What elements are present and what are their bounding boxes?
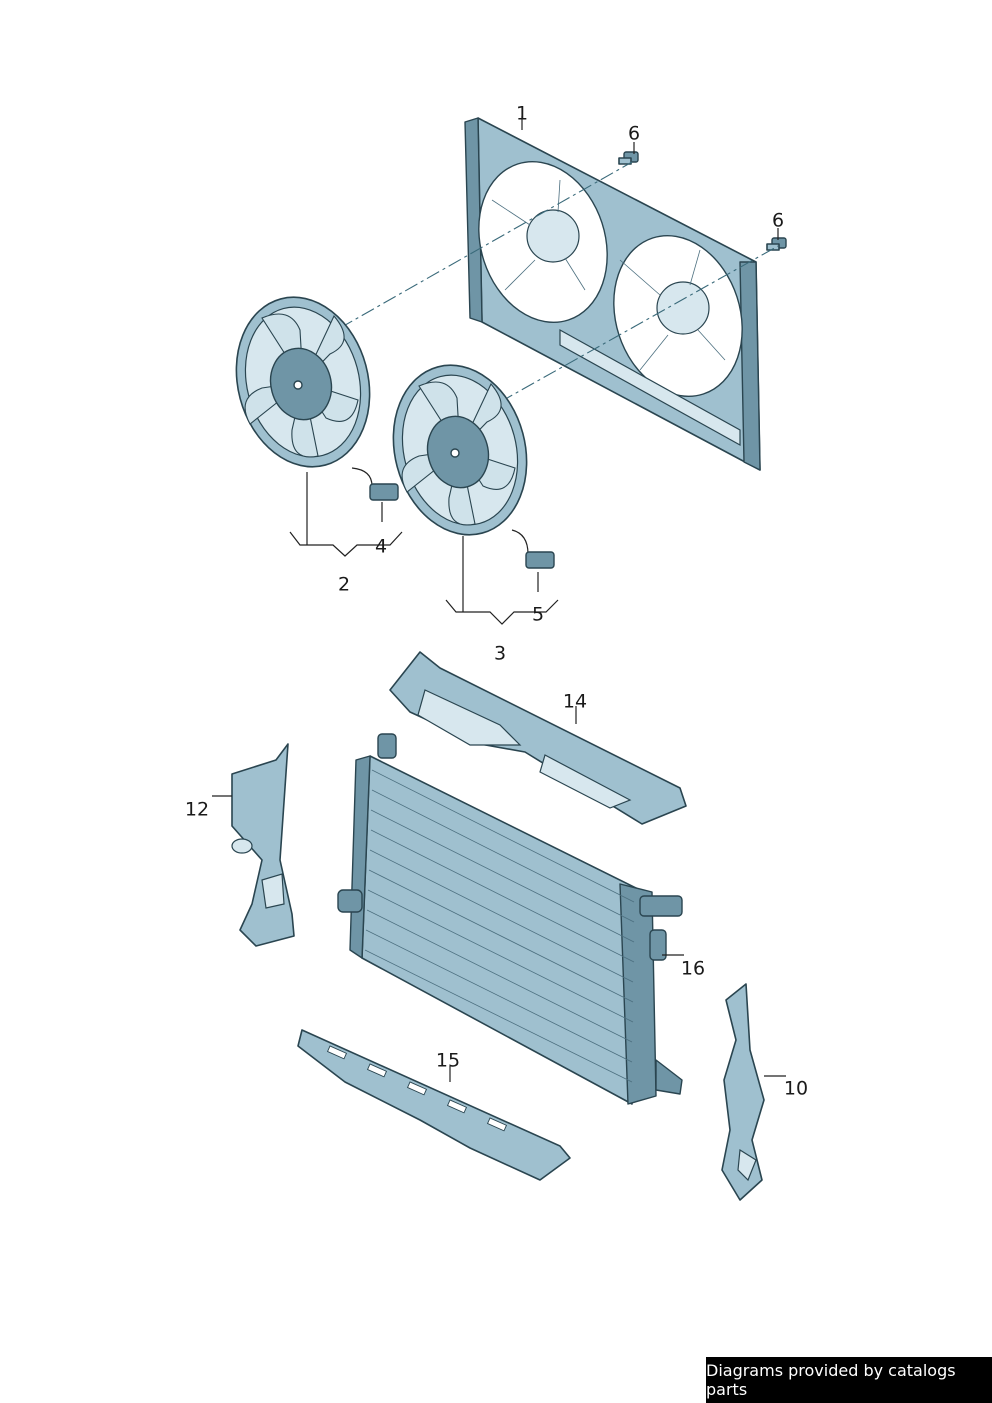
- part-label-5: 5: [531, 603, 545, 626]
- part-label-15: 15: [435, 1049, 461, 1072]
- part-label-1: 1: [515, 102, 529, 125]
- fan-left[interactable]: [218, 282, 399, 501]
- upper-air-guide[interactable]: [389, 651, 687, 825]
- part-label-14: 14: [562, 690, 588, 713]
- part-label-12: 12: [184, 798, 210, 821]
- fan-right[interactable]: [375, 350, 555, 569]
- axis-line-fan-right: [499, 245, 779, 403]
- part-label-3: 3: [493, 642, 507, 665]
- part-label-4: 4: [374, 535, 388, 558]
- connector-right[interactable]: [525, 551, 555, 569]
- fan-shroud[interactable]: [459, 117, 763, 471]
- axis-line-fan-left: [339, 161, 633, 329]
- radiator[interactable]: [337, 733, 683, 1105]
- bolt-upper[interactable]: [618, 151, 639, 165]
- left-air-guide[interactable]: [231, 743, 295, 947]
- credit-text: Diagrams provided by catalogs parts: [706, 1361, 956, 1399]
- bracket-fan-right: [445, 536, 559, 625]
- bracket-fan-left: [289, 472, 403, 557]
- credit-banner: Diagrams provided by catalogs parts: [706, 1357, 992, 1403]
- part-label-16: 16: [680, 957, 706, 980]
- lower-air-guide[interactable]: [297, 1029, 571, 1181]
- right-air-guide[interactable]: [721, 983, 765, 1201]
- part-label-10: 10: [783, 1077, 809, 1100]
- connector-left[interactable]: [369, 483, 399, 501]
- part-label-6-right: 6: [771, 209, 785, 232]
- bolt-right[interactable]: [766, 237, 787, 251]
- part-label-6-upper: 6: [627, 122, 641, 145]
- part-label-2: 2: [337, 573, 351, 596]
